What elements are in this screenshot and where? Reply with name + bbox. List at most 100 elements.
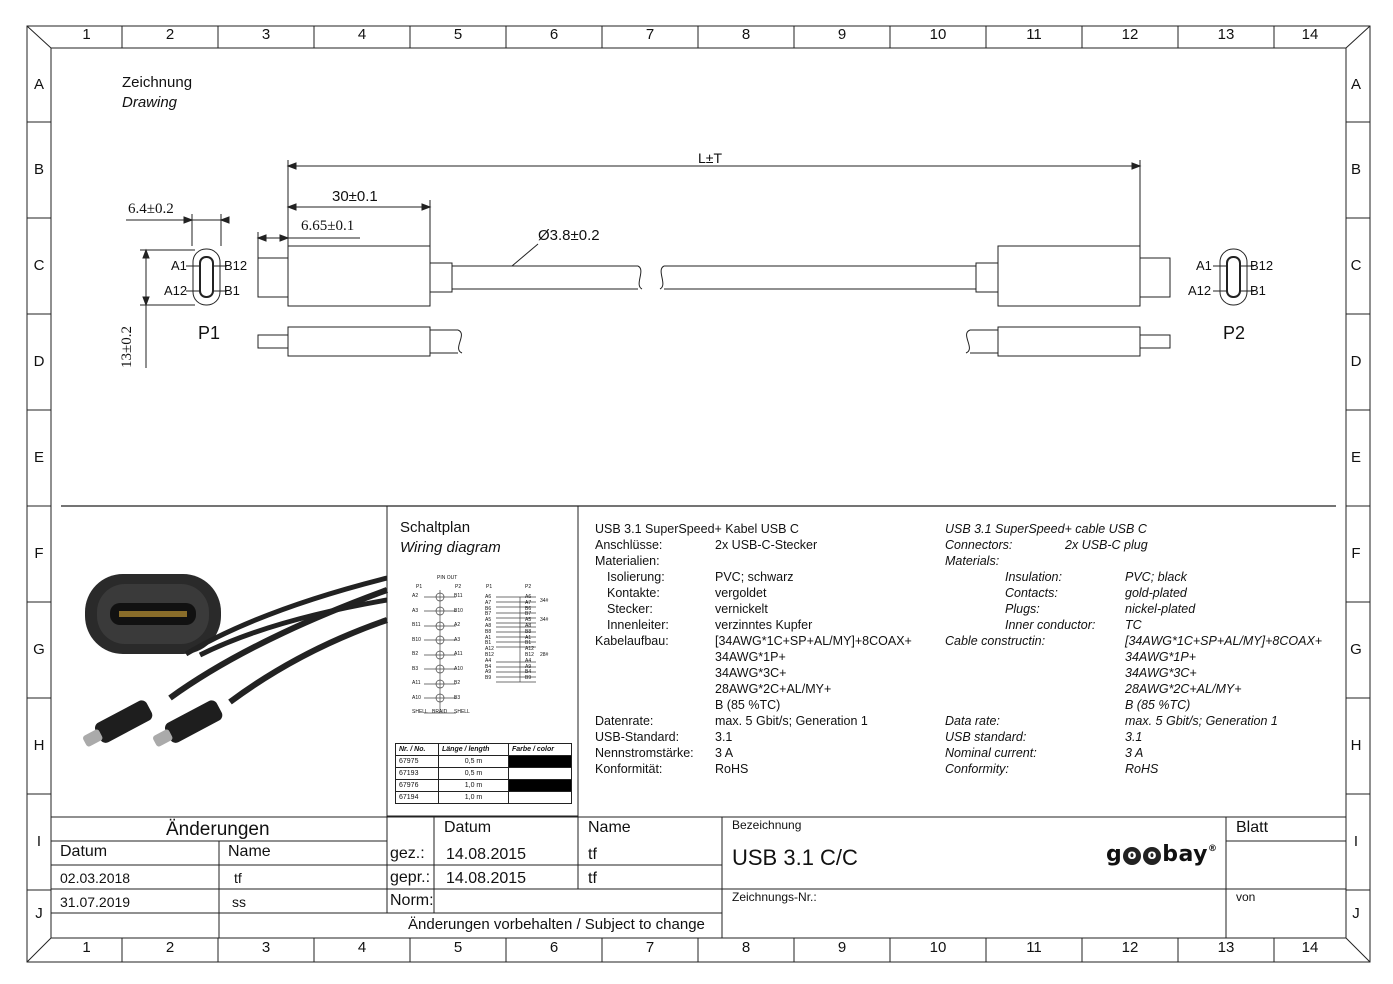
spec-de-value: [34AWG*1C+SP+AL/MY]+8COAX+ [715,634,912,648]
lt-len: 1,0 m [438,791,509,804]
spec-en-value: gold-plated [1125,586,1187,600]
change-row-1-name: tf [234,870,242,886]
spec-de-value: max. 5 Gbit/s; Generation 1 [715,714,868,728]
grid-row-right-H: H [1350,737,1362,754]
spec-de-row: Nennstromstärke:3 A [595,745,935,761]
wiring-rpin-5-0: A8 [485,623,492,629]
spec-en-connectors-k: Connectors: [945,538,1013,552]
label-p1: P1 [198,323,221,343]
spec-de-row: 28AWG*2C+AL/MY+ [595,681,935,697]
wiring-pin-r-6: B2 [454,680,461,686]
spec-de-key: Kabelaufbau: [595,634,669,648]
wiring-pin-r-2: A2 [454,622,461,628]
tb-gez-name: tf [588,846,597,863]
spec-en-key: Insulation: [1005,570,1062,584]
tb-gepr-label: gepr.: [390,869,431,886]
spec-en-key: Data rate: [945,714,1000,728]
wiring-rpin-9-1: A12 [525,646,534,653]
wiring-rpin-1-1: A7 [525,599,532,606]
spec-en-value: 3.1 [1125,730,1143,744]
tb-gez-date: 14.08.2015 [446,846,527,863]
wiring-pin-r-3: A3 [454,636,461,643]
grid-col-bottom-8: 8 [741,939,751,956]
spec-de-key: Nennstromstärke: [595,746,694,760]
spec-de-value: 3.1 [715,730,733,744]
wiring-pin-l-3: B10 [412,636,421,643]
spec-en-cable-line: 34AWG*3C+ [1125,666,1197,680]
wiring-rpin-4-0: A5 [485,617,492,624]
wiring-pin-l-1: A3 [412,607,419,614]
tb-name-header: Name [588,819,631,836]
wiring-rpin-7-1: A1 [525,634,532,641]
grid-col-top-8: 8 [741,26,751,43]
spec-en-key: Conformity: [945,762,1009,776]
tb-gepr-date: 14.08.2015 [446,870,527,887]
spec-de-key: Innenleiter: [607,618,669,632]
grid-col-bottom-10: 10 [929,939,947,956]
grid-col-bottom-13: 13 [1217,939,1235,956]
grid-col-bottom-1: 1 [82,939,91,956]
spec-en-cable-line: [34AWG*1C+SP+AL/MY]+8COAX+ [1125,634,1323,648]
lt-len: 1,0 m [438,779,509,792]
wiring-pin-r-1: B10 [454,607,463,614]
grid-row-left-J: J [35,905,43,922]
grid-row-left-B: B [33,161,44,178]
spec-de-key: Materialien: [595,554,660,568]
grid-col-top-14: 14 [1301,26,1319,43]
changes-heading: Änderungen [166,819,270,840]
spec-en-key: Nominal current: [945,746,1037,760]
wiring-rpin-9-0: A12 [485,646,494,653]
wiring-rpin-3-0: B7 [485,611,492,618]
spec-en-title: USB 3.1 SuperSpeed+ cable USB C [945,522,1147,536]
grid-col-bottom-11: 11 [1026,939,1042,956]
spec-de-row: Kontakte:vergoldet [595,585,935,601]
change-row-2-name: ss [232,894,246,910]
drawing-title-de: Zeichnung [122,74,193,91]
tb-product-title: USB 3.1 C/C [732,845,858,870]
spec-de-key: Konformität: [595,762,663,776]
wiring-rpin-10-0: B12 [485,652,494,658]
pin-b1-right: B1 [1250,283,1266,298]
spec-de-value: vernickelt [715,602,768,616]
spec-de-row: Stecker: vernickelt [595,601,935,617]
dim-30: 30±0.1 [332,188,378,205]
lt-color-swatch [507,755,573,768]
spec-de-row: Datenrate:max. 5 Gbit/s; Generation 1 [595,713,935,729]
spec-en-connectors-v: 2x USB-C plug [1065,538,1148,552]
spec-de-key: Stecker: [607,602,653,616]
grid-col-top-2: 2 [165,26,175,43]
grid-col-top-7: 7 [645,26,655,43]
tb-gez-label: gez.: [390,845,425,862]
wiring-braid: BRAID [432,709,448,715]
grid-row-left-E: E [33,449,44,466]
spec-en-key: USB standard: [945,730,1027,744]
lt-color-swatch [507,779,573,792]
lt-nr: 67975 [395,755,439,768]
spec-de-row: Anschlüsse:2x USB-C-Stecker [595,537,935,553]
tb-datum-header: Datum [444,819,492,836]
dim-diameter: Ø3.8±0.2 [538,227,600,244]
spec-de-key: Anschlüsse: [595,538,663,552]
wiring-rpin-13-0: A9 [485,669,492,676]
wiring-rpin-13-1: B4 [525,669,532,676]
pin-a12-left: A12 [164,283,188,298]
tb-norm-label: Norm: [390,892,434,909]
grid-row-right-I: I [1353,833,1359,850]
length-table: Nr. / No. Länge / length Farbe / color 6… [395,743,573,804]
label-p2: P2 [1223,323,1246,343]
wiring-pin-l-4: B2 [412,651,419,657]
wiring-title-de: Schaltplan [400,519,471,536]
wiring-rpin-2-0: B6 [485,605,492,612]
wiring-left-p1: P1 [416,584,423,590]
wiring-pin-r-7: B3 [454,694,461,701]
changes-name-header: Name [228,843,271,860]
lt-color-swatch [507,767,573,780]
spec-de-key: Kontakte: [607,586,660,600]
wiring-rpin-0-1: A6 [525,594,532,600]
wiring-schematic [424,590,536,714]
wiring-rpin-12-0: B4 [485,663,492,670]
